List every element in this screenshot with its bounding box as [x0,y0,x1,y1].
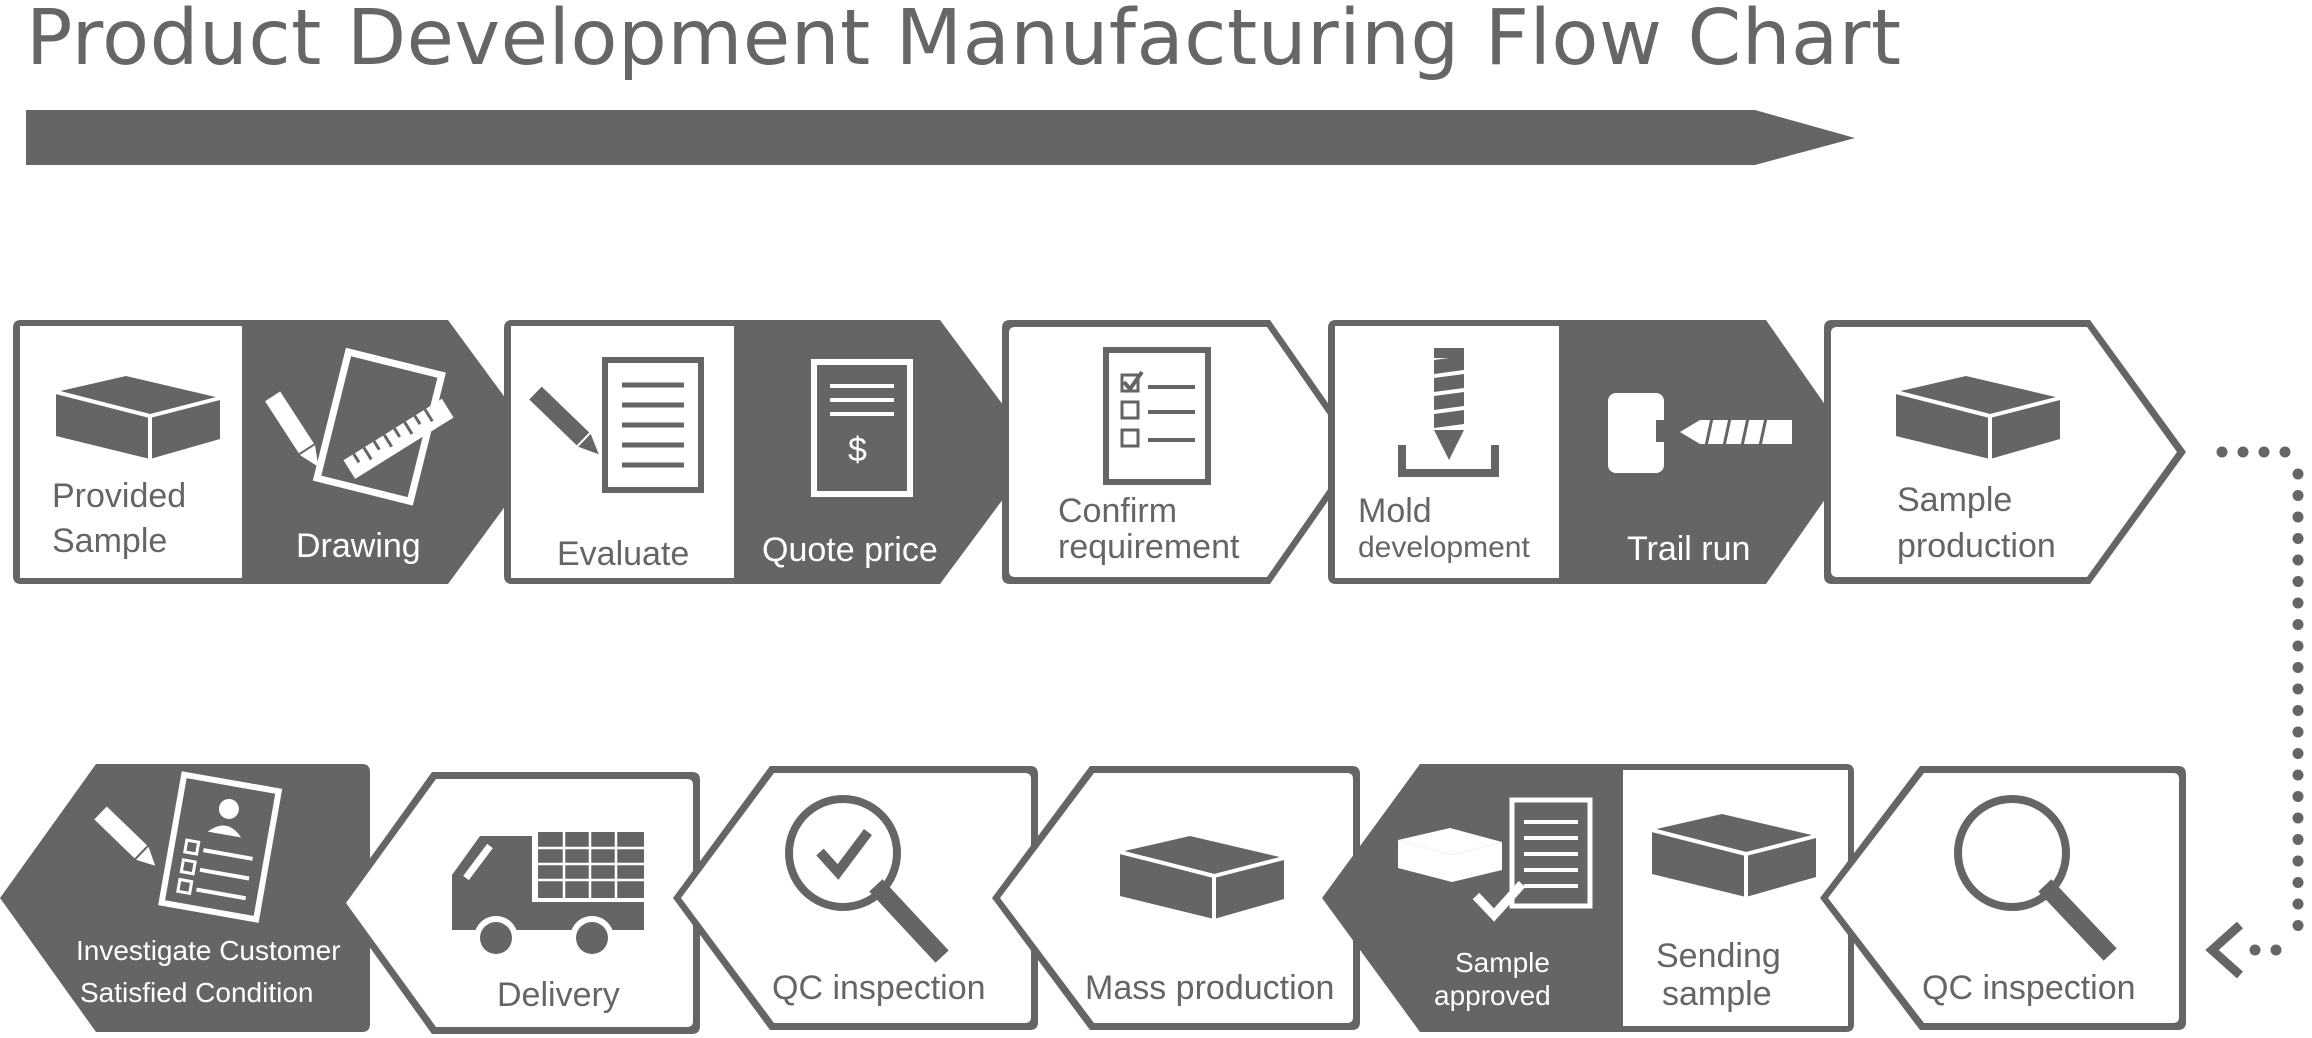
step-group-mold-trail: Mold development Trail run [1328,320,1858,584]
step-quote-price-label: Quote price [762,531,938,569]
customer-form-icon [94,771,283,923]
step-confirm-label-1: Confirm [1058,492,1177,530]
step-mass-production-label: Mass production [1085,969,1334,1007]
connector-dot [2258,446,2270,458]
step-delivery: Delivery [338,772,700,1034]
connector-dot [2292,834,2304,845]
box-icon [1651,814,1817,897]
step-group-evaluate-quote: Evaluate $ Quote price [504,320,1038,584]
connector-dot [2292,812,2304,824]
truck-icon [452,832,644,960]
connector-dot [2292,662,2304,673]
connector-arrowhead [2205,921,2243,979]
step-sample-approved-label-1: Sample [1455,947,1550,978]
box-icon [1895,376,2061,459]
step-sample-production-label-2: production [1897,527,2056,565]
step-evaluate-label: Evaluate [557,535,689,573]
progress-arrow [26,110,1855,165]
connector-dot [2292,748,2304,759]
connector-dot [2292,705,2304,716]
page-title: Product Development Manufacturing Flow C… [26,0,1902,83]
connector-dot [2216,446,2228,458]
step-mass-production: Mass production [992,766,1360,1030]
step-sample-production: Sample production [1824,320,2186,584]
connector-dot [2292,769,2304,781]
step-provided-sample-label-1: Provided [52,477,186,515]
connector-dot [2279,446,2291,458]
connector-dot [2292,640,2304,652]
price-document-icon: $ [811,359,913,497]
connector-dot [2292,726,2304,738]
connector-dot [2237,446,2249,458]
dollar-sign: $ [848,431,867,469]
magnifier-check-icon [785,795,949,963]
step-sample-approved-label-2: approved [1434,980,1551,1011]
connector-dot [2292,490,2304,501]
connector-dot [2270,944,2282,956]
step-sending-sample-label-1: Sending [1656,937,1781,975]
screw-mold-icon [1398,348,1499,477]
connector-dot [2292,791,2304,802]
magnifier-icon [1954,795,2117,961]
connector-dot [2292,597,2304,609]
screw-run-icon [1608,393,1792,473]
step-qc-inspection: QC inspection [1820,766,2186,1030]
connector-dot [2292,683,2304,695]
step-delivery-label: Delivery [497,976,620,1014]
step-confirm-label-2: requirement [1058,528,1240,566]
step-qc-inspection-check-label: QC inspection [772,969,986,1007]
step-investigate-label-2: Satisfied Condition [80,977,313,1008]
connector-dot [2292,468,2304,480]
connector-dot [2292,898,2304,910]
approved-document-icon [1398,797,1593,922]
step-sending-sample-label-2: sample [1662,975,1772,1013]
connector-dot [2292,855,2304,867]
box-icon [55,376,221,459]
connector-dot [2292,920,2304,931]
step-mold-label-1: Mold [1358,492,1432,530]
connector-dot [2249,944,2261,956]
step-group-approved-sending: Sample approved Sending sample [1322,764,1854,1032]
step-provided-sample-label-2: Sample [52,522,167,560]
checklist-icon [1103,347,1211,485]
connector-dot [2292,877,2304,888]
connector-dot [2292,533,2304,544]
connector-dot [2292,554,2304,566]
step-investigate-label-1: Investigate Customer [76,935,341,966]
dotted-connector [2216,446,2304,956]
step-group-sample-drawing: Provided Sample Drawing [13,320,545,584]
drawing-ruler-icon [265,347,454,506]
step-qc-inspection-check: QC inspection [673,766,1038,1030]
connector-dot [2292,511,2304,523]
step-investigate: Investigate Customer Satisfied Condition [0,764,370,1032]
step-qc-inspection-label: QC inspection [1922,969,2136,1007]
document-pencil-icon [529,357,704,493]
step-mold-label-2: development [1358,531,1530,564]
step-sample-production-label-1: Sample [1897,481,2012,519]
connector-dot [2292,576,2304,587]
step-drawing-label: Drawing [296,527,421,565]
step-confirm-requirement: Confirm requirement [1002,320,1362,584]
box-icon [1119,836,1285,919]
step-trail-run-label: Trail run [1627,530,1750,568]
connector-dot [2292,619,2304,630]
